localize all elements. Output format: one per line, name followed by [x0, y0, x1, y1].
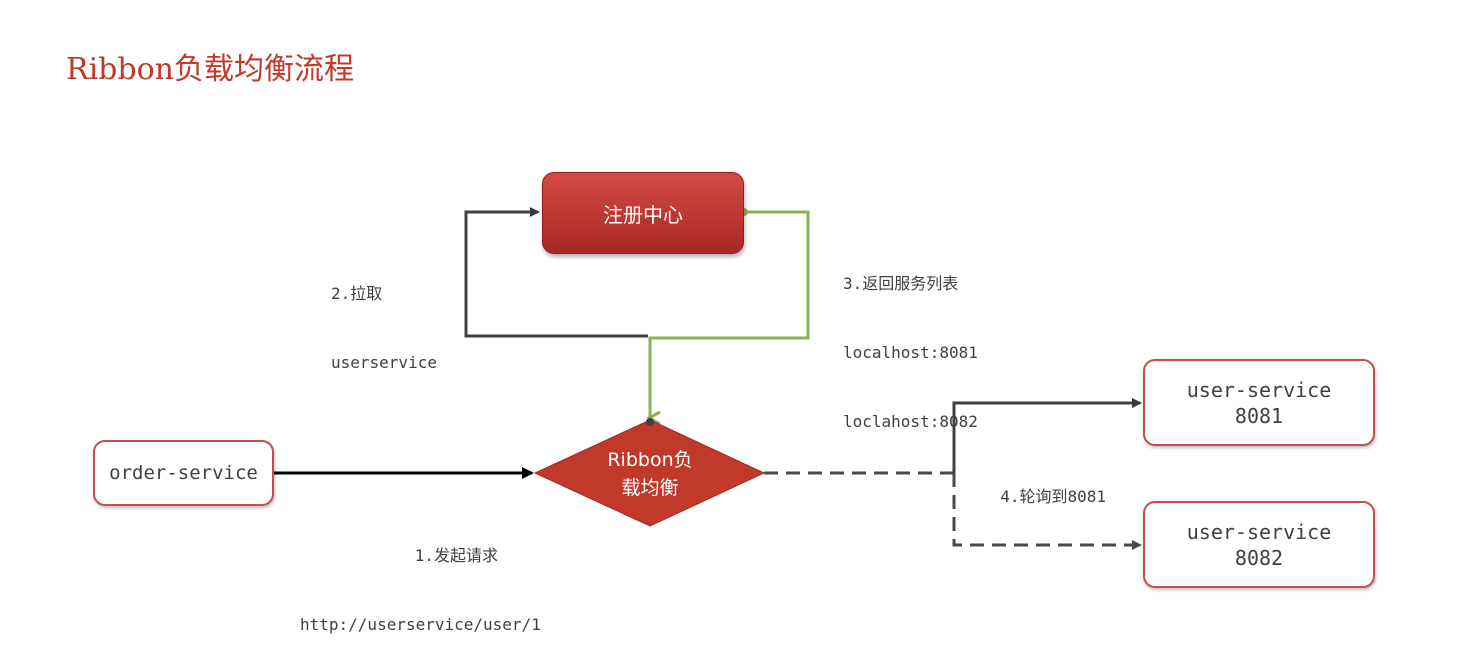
load-balancer-label: Ribbon负 载均衡: [585, 446, 715, 502]
load-balancer-label-line1: Ribbon负: [607, 449, 693, 471]
order-service-node: order-service: [93, 440, 274, 506]
order-service-label: order-service: [109, 462, 258, 484]
load-balancer-label-line2: 载均衡: [621, 477, 679, 499]
load-balancer-top-dot: [646, 418, 654, 426]
route-8081-arrow: [952, 398, 1142, 473]
user-service-8081-name: user-service: [1186, 377, 1332, 402]
step4-label-text: 4.轮询到8081: [1000, 487, 1107, 506]
step3-label: 3.返回服务列表 localhost:8081 loclahost:8082: [843, 226, 978, 456]
return-arrow: [650, 210, 810, 418]
step2-label: 2.拉取 userservice: [331, 236, 437, 397]
step2-label-line2: userservice: [331, 353, 437, 372]
user-service-8082-node: user-service 8082: [1143, 501, 1375, 588]
page-title: Ribbon负载均衡流程: [66, 52, 354, 87]
step3-label-line2: localhost:8081: [843, 343, 978, 362]
step3-label-line3: loclahost:8082: [843, 412, 978, 431]
registry-node: 注册中心: [542, 172, 744, 254]
load-balancer-diamond: [533, 419, 766, 527]
step2-label-line1: 2.拉取: [331, 284, 383, 303]
user-service-8082-name: user-service: [1186, 519, 1332, 544]
user-service-8081-port: 8081: [1234, 403, 1284, 428]
route-8082-dashed-arrow: [952, 473, 1142, 550]
step1-label-line2: http://userservice/user/1: [300, 615, 541, 634]
step1-label-line1: 1.发起请求: [414, 546, 499, 565]
step3-label-line1: 3.返回服务列表: [843, 274, 959, 293]
registry-label: 注册中心: [603, 202, 683, 227]
user-service-8081-node: user-service 8081: [1143, 359, 1375, 446]
step1-label: 1.发起请求 http://userservice/user/1: [300, 498, 541, 659]
user-service-8082-port: 8082: [1234, 545, 1284, 570]
pull-arrow: [464, 207, 648, 338]
step4-label: 4.轮询到8081: [981, 462, 1106, 508]
